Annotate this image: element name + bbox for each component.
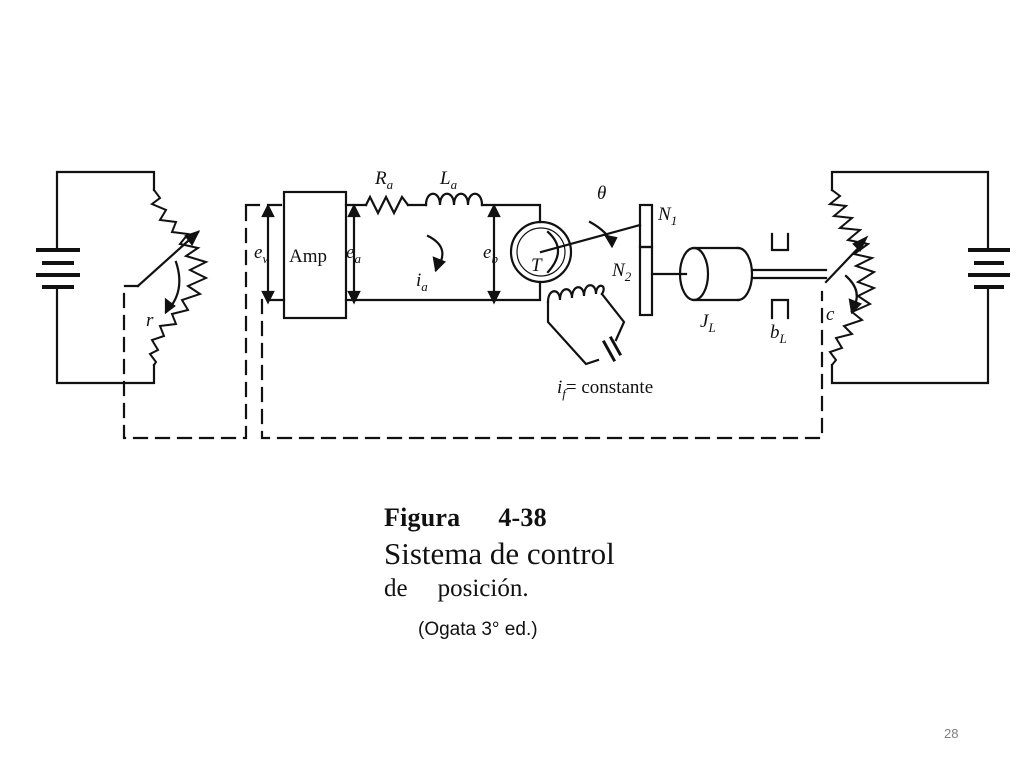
armature-resistor <box>364 194 410 216</box>
motor-shaft <box>539 223 642 254</box>
theta-arrowhead <box>603 234 618 249</box>
caption-word-de: de <box>384 575 408 602</box>
source-citation: (Ogata 3° ed.) <box>418 619 538 640</box>
n1-label: N1 <box>657 204 677 228</box>
eb-label: eb <box>483 242 498 266</box>
jl-label: JL <box>700 311 716 335</box>
page-number: 28 <box>944 726 959 741</box>
input-wire-bottom <box>55 285 156 385</box>
input-potentiometer <box>148 188 209 367</box>
armature-inductor <box>424 192 484 207</box>
output-wire-top <box>830 170 990 252</box>
figure-title: Figura 4-38 <box>384 503 547 533</box>
figure-number: 4-38 <box>498 503 547 532</box>
field-battery-short <box>608 335 623 357</box>
ia-current-arrowhead <box>432 256 446 273</box>
output-potentiometer <box>827 188 877 367</box>
error-signal-dashed-wiring <box>122 203 824 440</box>
input-battery <box>36 248 80 289</box>
la-label: La <box>439 168 458 192</box>
c-rotation-arrowhead <box>848 298 862 315</box>
input-wire-top <box>55 170 156 252</box>
ea-arrow-bottom <box>347 290 361 305</box>
field-coil <box>546 284 605 304</box>
damper-upper <box>770 232 790 252</box>
motor-label: T <box>531 255 543 276</box>
eb-arrow-bottom <box>487 290 501 305</box>
output-wire-bottom <box>830 285 990 385</box>
damper-lower <box>770 298 790 320</box>
bl-label: bL <box>770 322 787 346</box>
field-current-label: if= constante <box>557 377 653 401</box>
r-label: r <box>146 310 154 331</box>
motor-armature <box>509 220 573 284</box>
figure-caption-line1: Sistema de control <box>384 536 615 571</box>
ia-label: ia <box>416 270 428 294</box>
load-inertia-back <box>736 246 754 302</box>
ra-label: Ra <box>374 168 394 192</box>
figure-word: Figura <box>384 503 461 532</box>
output-battery <box>968 248 1010 289</box>
figure-caption-line2: de posición. <box>384 575 529 603</box>
motor-armature-inner <box>516 227 566 277</box>
ea-label: ea <box>346 242 361 266</box>
field-battery-long <box>601 339 617 363</box>
eb-arrow-top <box>487 203 501 218</box>
amplifier-label: Amp <box>289 246 327 267</box>
r-rotation-arrowhead <box>164 297 176 315</box>
n2-label: N2 <box>611 260 632 284</box>
c-label: c <box>826 304 835 325</box>
ev-arrow-top <box>261 203 275 218</box>
ea-arrow-top <box>347 203 361 218</box>
armature-wire-bottom <box>344 280 542 302</box>
input-wiper <box>136 230 200 288</box>
field-wire-left <box>546 300 600 366</box>
armature-wire-top-c <box>480 203 542 224</box>
amplifier-block <box>282 190 348 320</box>
output-wiper-arrowhead <box>852 235 869 252</box>
input-wiper-arrowhead <box>184 230 201 247</box>
gear-n2 <box>638 245 654 317</box>
ev-arrow-bottom <box>261 290 275 305</box>
field-wire-right <box>600 292 626 342</box>
motor-rotation-arrow <box>546 230 560 274</box>
caption-word-posicion: posición. <box>437 575 529 602</box>
ev-label: ev <box>254 242 268 266</box>
theta-label: θ <box>597 183 606 204</box>
gear-n1 <box>638 203 654 249</box>
